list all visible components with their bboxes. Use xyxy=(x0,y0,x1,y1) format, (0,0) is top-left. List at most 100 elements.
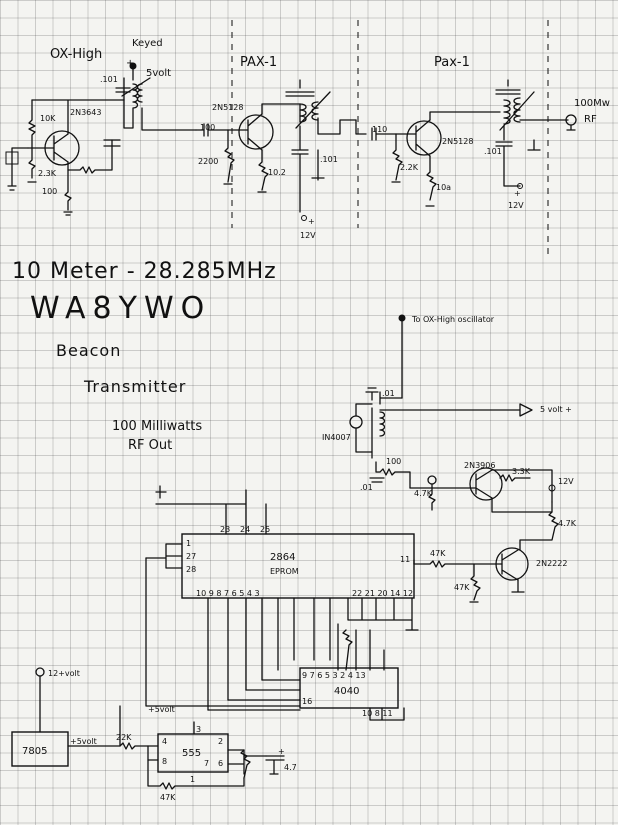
feedback-resistor xyxy=(67,139,113,174)
c101c-label: .101 xyxy=(484,147,502,156)
pax1-transformer-b xyxy=(499,91,535,131)
pin28-label: 28 xyxy=(186,565,196,574)
timer-section xyxy=(11,667,285,790)
q3-label: 2N5128 xyxy=(442,137,473,146)
led-indicator xyxy=(427,475,437,485)
cplus-label: + xyxy=(278,747,285,756)
trimmer-cap-a xyxy=(285,79,315,97)
counter-links xyxy=(337,623,385,671)
plus12b-label: + xyxy=(514,189,521,198)
osc-output-coil xyxy=(136,83,197,131)
resistor-47k-timer xyxy=(147,759,245,790)
resistor-4-7k-b xyxy=(519,501,559,551)
t3-label: 3 xyxy=(196,725,201,734)
regulator-7805 xyxy=(11,731,69,767)
amp-stage-2 xyxy=(355,79,577,207)
oscillator-stage xyxy=(5,62,197,216)
t6-label: 6 xyxy=(218,759,223,768)
trimmer-cap-b xyxy=(495,79,521,95)
transistor-q5-leads xyxy=(501,549,519,581)
relay-coil xyxy=(371,407,386,459)
tuning-arrow xyxy=(121,77,151,97)
counter-number-label: 4040 xyxy=(334,686,359,697)
counter-chip xyxy=(299,667,399,709)
counter-top-pins: 9 7 6 5 3 2 4 13 xyxy=(302,671,366,680)
transistor-q4-leads xyxy=(409,469,493,499)
eprom-top-pins xyxy=(155,485,267,535)
cap-101-b xyxy=(291,125,309,213)
q4-label: 2N3906 xyxy=(464,461,495,470)
plus12a-label: + xyxy=(308,217,315,226)
v12c-label: 12V xyxy=(558,477,574,486)
rf100-label: 100Mw xyxy=(574,98,610,109)
osc-tank-coil xyxy=(123,65,139,129)
resistor-10k xyxy=(28,99,36,149)
r100a-label: 100 xyxy=(42,187,57,196)
transistor-q4-symbol xyxy=(469,467,503,501)
counter-right-pins: 10 8 11 xyxy=(362,709,393,718)
transistor-q1-leads xyxy=(27,133,69,163)
pax1-a-label: PAX-1 xyxy=(240,55,277,70)
to-osc-label: To OX-High oscillator xyxy=(411,315,495,324)
q5-label: 2N2222 xyxy=(536,559,567,568)
r10k-label: 10K xyxy=(40,114,56,123)
rf-label: RF xyxy=(584,114,597,125)
title-callsign: WA8YWO xyxy=(30,291,211,326)
q4-emitter-wire xyxy=(491,469,553,503)
diode-leads xyxy=(355,403,373,453)
eprom-label: EPROM xyxy=(270,567,299,576)
resistor-10-ohm-a xyxy=(257,149,269,193)
title-power: 100 Milliwatts xyxy=(112,419,202,434)
regulator-label: 7805 xyxy=(22,746,47,757)
collector-wire-3 xyxy=(429,111,501,121)
timer-label: 555 xyxy=(182,748,201,759)
t4-label: 4 xyxy=(162,737,167,746)
q4-collector xyxy=(491,497,553,513)
r10a-label: 10.2 xyxy=(268,168,286,177)
resistor-2-3k xyxy=(27,147,37,183)
q1-label: 2N3643 xyxy=(70,108,101,117)
five-volt-counter-bus xyxy=(145,557,301,707)
pax1-transformer-a xyxy=(295,91,331,129)
keyed-label: Keyed xyxy=(132,38,163,49)
pax1-a-output xyxy=(317,117,357,135)
c47-label: 4.7 xyxy=(284,763,297,772)
c100b-label: 100 xyxy=(200,123,215,132)
diode-in4007 xyxy=(349,415,363,429)
v12a-label: 12V xyxy=(300,231,316,240)
supply-12v-b xyxy=(517,183,523,189)
eprom-section xyxy=(145,485,419,711)
resistor-47k-d xyxy=(469,563,481,603)
cap-101-c xyxy=(495,125,521,187)
r47k-led-label: 4.7K xyxy=(414,489,433,498)
keying-circuit xyxy=(349,314,559,603)
r47k-d-label: 47K xyxy=(454,583,470,592)
pax1-b-label: Pax-1 xyxy=(434,55,470,70)
supply-12v-a xyxy=(301,215,307,221)
osc-5volt-label: 5volt xyxy=(146,68,171,79)
transistor-q3-symbol xyxy=(406,120,442,156)
collector-wire xyxy=(31,99,125,135)
crystal-ground xyxy=(7,147,29,191)
collector-wire-2 xyxy=(261,103,301,123)
t7-label: 7 xyxy=(204,759,209,768)
title-transmitter: Transmitter xyxy=(83,377,186,396)
eprom-number-label: 2864 xyxy=(270,552,295,563)
counter-section xyxy=(145,557,405,721)
resistor-100-b xyxy=(375,461,411,489)
osc-stage-label: OX-High xyxy=(50,47,102,62)
feedback-cap xyxy=(103,139,121,147)
amp-stage-1 xyxy=(195,79,357,221)
eprom-bottom-left-pins: 10 9 8 7 6 5 4 3 xyxy=(196,589,260,598)
v5b-label: +5volt xyxy=(148,705,175,714)
rf-jack-ground xyxy=(566,124,576,131)
timer-left-pins xyxy=(147,745,159,761)
eprom-chip xyxy=(181,533,415,599)
resistor-47k-c xyxy=(413,560,503,568)
r22k-timer-label: 22K xyxy=(116,733,132,742)
resistor-2200 xyxy=(223,129,235,185)
transistor-q2-symbol xyxy=(238,114,274,150)
r10b-label: 10a xyxy=(436,183,451,192)
timer-resistor xyxy=(240,749,251,779)
